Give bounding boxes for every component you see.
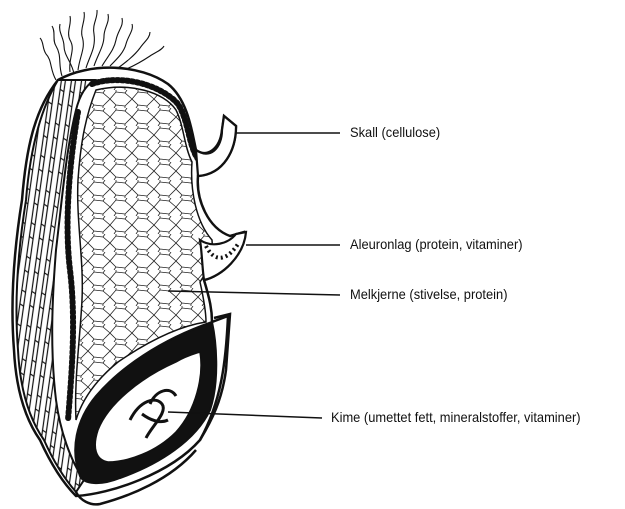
label-germ: Kime (umettet fett, mineralstoffer, vita… bbox=[331, 409, 581, 425]
label-aleurone: Aleuronlag (protein, vitaminer) bbox=[350, 236, 523, 252]
label-endosperm: Melkjerne (stivelse, protein) bbox=[350, 286, 507, 302]
label-shell: Skall (cellulose) bbox=[350, 124, 440, 140]
